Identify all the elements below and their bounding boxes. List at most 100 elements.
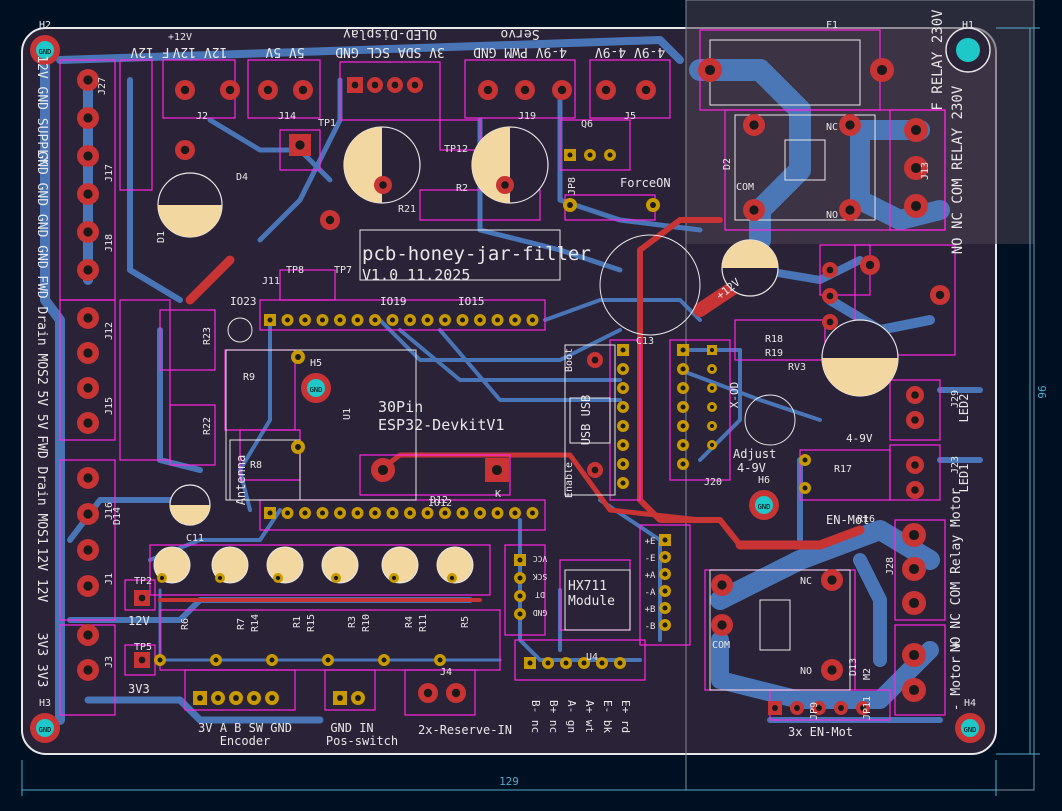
- motor-relay-label: NO NC COM Relay Motor: [949, 488, 964, 653]
- r8-pads-pad-2: [291, 440, 305, 454]
- ref-r7: R7: [236, 618, 247, 630]
- header-j14-pad-1: [258, 80, 278, 100]
- ref-q6: Q6: [581, 119, 593, 130]
- esp-io19: IO19: [380, 295, 407, 308]
- reserve-label: 2x-Reserve-IN: [418, 723, 512, 737]
- ref-r2: R2: [456, 183, 468, 194]
- motor-relay-contacts-pad-2: [821, 659, 843, 681]
- esp-io12: IO12: [428, 498, 452, 509]
- esp-u-ref: U1: [342, 408, 353, 420]
- ref-jp9: JP9: [809, 702, 820, 720]
- x-od-col-pad-4: [677, 401, 689, 413]
- ref-r22: R22: [202, 417, 213, 435]
- x-od-col-2-pad-1: [707, 345, 717, 355]
- loadcell-pins-pad-1: [524, 657, 536, 669]
- hole-gnd-h3: GND: [39, 726, 52, 734]
- fuse-pad-1: [698, 58, 722, 82]
- header-j14-pad-2: [293, 80, 313, 100]
- hole-ref-h1: H1: [962, 20, 974, 31]
- left-terminal-c-pad-2: [77, 503, 99, 525]
- esp-antenna-label: Antenna: [234, 455, 248, 506]
- esp-side-col-pad-6: [617, 439, 629, 451]
- left-terminal-a-pad-3: [77, 145, 99, 167]
- pulldown-row-pad-6: [434, 654, 446, 666]
- en-mot-jumpers-pad-3: [812, 701, 826, 715]
- left-edge-labels: 12V GND SUPPLY GND GND GND GND FWD Drain…: [34, 55, 49, 687]
- relay-terminal-pad-1: [904, 118, 928, 142]
- encoder-pins-pad-1: [193, 691, 207, 705]
- ref-r21: R21: [398, 204, 416, 215]
- reference-designators: J27 J2 J14 J19 J5 J17 J18 J12 J15 J16 J1…: [97, 77, 961, 720]
- ref-j2: J2: [196, 111, 208, 122]
- loadcell-pins-pad-4: [578, 657, 590, 669]
- regulator-left-pad-1: [320, 210, 340, 230]
- ref-j4: J4: [440, 667, 452, 678]
- encoder-pins-pad-5: [265, 691, 279, 705]
- hole-ref-h4: H4: [964, 698, 976, 709]
- hx711-wire-label: E- bk: [601, 700, 614, 733]
- boot-button-pad-1: [587, 352, 603, 368]
- relay-coil-pad-2: [743, 199, 765, 221]
- esp-bottom-row-pad-11: [439, 507, 451, 519]
- relay-contacts-pad-2: [839, 199, 861, 221]
- esp-side-col-pad-2: [617, 363, 629, 375]
- hx711-wire-label: A- gn: [565, 700, 578, 733]
- dimension-lines: [21, 27, 1040, 796]
- esp-top-row-pad-14: [491, 314, 504, 326]
- hx711-left-pad-2: [514, 572, 526, 584]
- en-mot-jumpers-pad-4: [834, 701, 848, 715]
- loadcell-pins-pad-2: [542, 657, 554, 669]
- en-mot-jumpers-pad-1: [768, 701, 782, 715]
- regulator-pins-pad-2: [822, 288, 838, 304]
- esp-top-row-pad-2: [281, 314, 294, 326]
- esp-top-row-pad-4: [316, 314, 329, 326]
- label-5v5v: 5V 5V: [265, 44, 304, 59]
- cap-row-pad-pad-2: [215, 573, 225, 583]
- hx711-wire-label: A+ wt: [583, 700, 596, 733]
- regulator-big-pad-2: [930, 285, 950, 305]
- motor-relay-terminal-pad-2: [902, 557, 926, 581]
- led2-conn-pad-1: [906, 386, 924, 404]
- en-mot-top-label: EN-Mot: [826, 513, 869, 527]
- hx711-right-pad-5: [659, 602, 671, 614]
- label-supply: 12V GND SUPPLY: [34, 55, 49, 165]
- x-od-col-pad-6: [677, 439, 689, 451]
- ref-j5: J5: [624, 111, 636, 122]
- x-od-col-2-pad-3: [707, 383, 717, 393]
- header-j2-pad-2: [220, 80, 240, 100]
- header-servo-pad-2: [515, 80, 535, 100]
- led1-conn-pad-1: [906, 456, 924, 474]
- hx711-label-1: HX711: [568, 579, 607, 594]
- motor-relay-coil-pad-2: [711, 614, 733, 636]
- esp-boot-label: Boot: [564, 348, 575, 372]
- motor-relay-terminal-pad-1: [902, 523, 926, 547]
- ref-r18: R18: [765, 334, 783, 345]
- hole-ref-h5: H5: [310, 358, 322, 369]
- motor-relay-terminal-pad-3: [902, 591, 926, 615]
- esp-io23: IO23: [230, 295, 257, 308]
- ref-m2: M2: [862, 668, 873, 680]
- ref-tp2: TP2: [134, 576, 152, 587]
- esp-bottom-row-pad-3: [299, 507, 311, 519]
- led2-label: LED2: [957, 394, 971, 423]
- header-servo-pad-1: [478, 80, 498, 100]
- loadcell-pins-pad-6: [614, 657, 626, 669]
- x-od-col-pad-2: [677, 363, 689, 375]
- capacitor-c5: [821, 319, 899, 397]
- en-mot-jumpers-pad-2: [790, 701, 804, 715]
- label-3v3-left: 3V3 3V3: [34, 633, 49, 688]
- ref-j11: J11: [262, 276, 280, 287]
- mounting-hole-h6: [749, 490, 779, 520]
- label-mos2: FWD Drain MOS2: [34, 275, 49, 385]
- adjust-label-2: 4-9V: [737, 461, 766, 475]
- r17-pads-pad-1: [799, 454, 811, 466]
- esp-side-col-pad-3: [617, 382, 629, 394]
- label-servo-title: Servo: [500, 26, 539, 41]
- relay-nc: NC: [826, 122, 838, 133]
- c3-pad-pad-1: [496, 176, 514, 194]
- ref-r10: R10: [361, 614, 372, 632]
- label-12v12v-left: 12V 12V: [34, 548, 49, 603]
